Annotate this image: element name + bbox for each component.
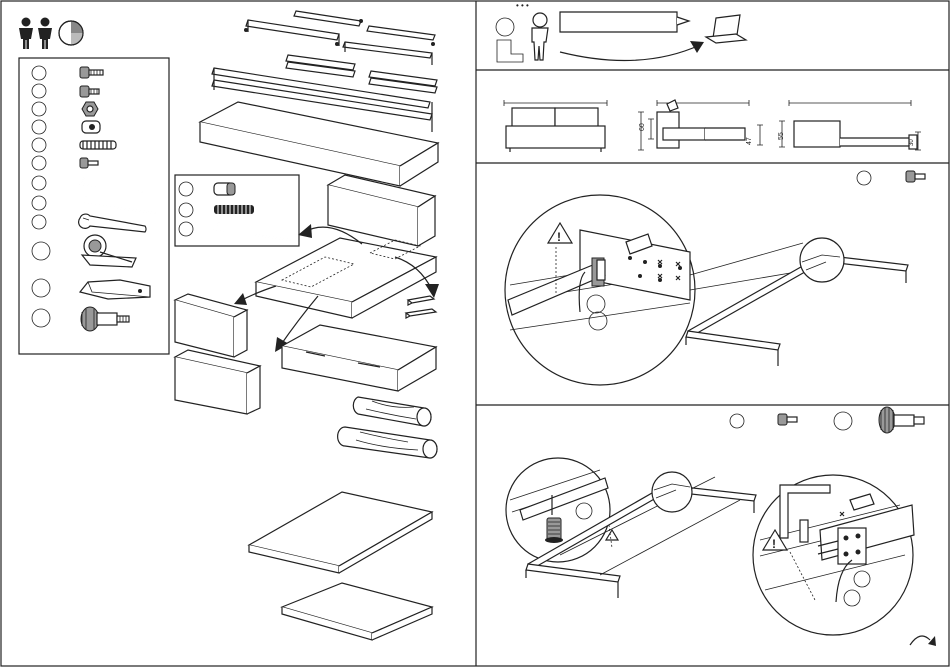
warning-icon	[606, 530, 618, 540]
wrench-icon	[79, 214, 146, 232]
next-page-arrow-icon	[910, 636, 936, 646]
step-part-circle	[834, 412, 852, 430]
foam-block	[328, 175, 435, 246]
threaded-rod-icon	[214, 205, 254, 214]
parts-list-number-circles	[32, 66, 50, 327]
dimension-label-back: 55	[778, 132, 785, 140]
dimension-label-depth: 60	[639, 123, 646, 131]
board-small	[282, 583, 432, 640]
step-two: !	[506, 407, 936, 646]
bolt-icon	[778, 414, 797, 425]
bolt-icon	[80, 86, 99, 97]
threaded-rod-icon	[80, 141, 116, 149]
dimension-label-side: 30	[909, 139, 915, 146]
caster-wheel-icon	[82, 235, 136, 267]
adjustable-foot-icon	[81, 307, 129, 331]
barrel-nut-icon	[214, 183, 235, 195]
svg-text:• • •: • • •	[516, 1, 529, 10]
svg-text:!: !	[772, 537, 776, 551]
foam-block-left-bottom	[175, 350, 260, 414]
dimension-front-view	[504, 100, 607, 152]
flat-cushion	[282, 325, 436, 391]
step-part-circle	[730, 414, 744, 428]
dimension-side-view: 60 47	[638, 100, 763, 150]
small-brackets	[406, 296, 436, 318]
two-persons-icon	[19, 18, 52, 50]
laptop-icon	[706, 15, 746, 43]
step-one: !	[505, 171, 925, 385]
help-section: • • •	[496, 1, 746, 62]
adjustable-foot-icon	[879, 407, 924, 433]
barrel-nut-icon	[82, 121, 100, 133]
time-clock-icon	[59, 21, 83, 45]
allen-key-icon	[80, 178, 142, 192]
short-screw-icon	[80, 158, 98, 168]
person-thinking-icon	[532, 13, 548, 60]
step-part-circle	[857, 171, 871, 185]
dimension-back-view: 55 30	[778, 100, 921, 150]
bolt-icon	[80, 67, 103, 78]
parts-list	[19, 58, 169, 354]
nut-icon	[82, 102, 98, 116]
allen-key-icon	[214, 223, 290, 240]
rolled-cushions	[338, 397, 437, 458]
long-allen-key-icon	[80, 197, 155, 213]
seat-base	[256, 238, 436, 318]
hardware-kit-box	[175, 175, 299, 246]
svg-text:!: !	[557, 230, 561, 244]
board-large	[249, 492, 432, 573]
bolt-icon	[906, 171, 925, 182]
wedge-bracket-icon	[80, 280, 150, 299]
dimension-label-height: 47	[746, 137, 753, 145]
